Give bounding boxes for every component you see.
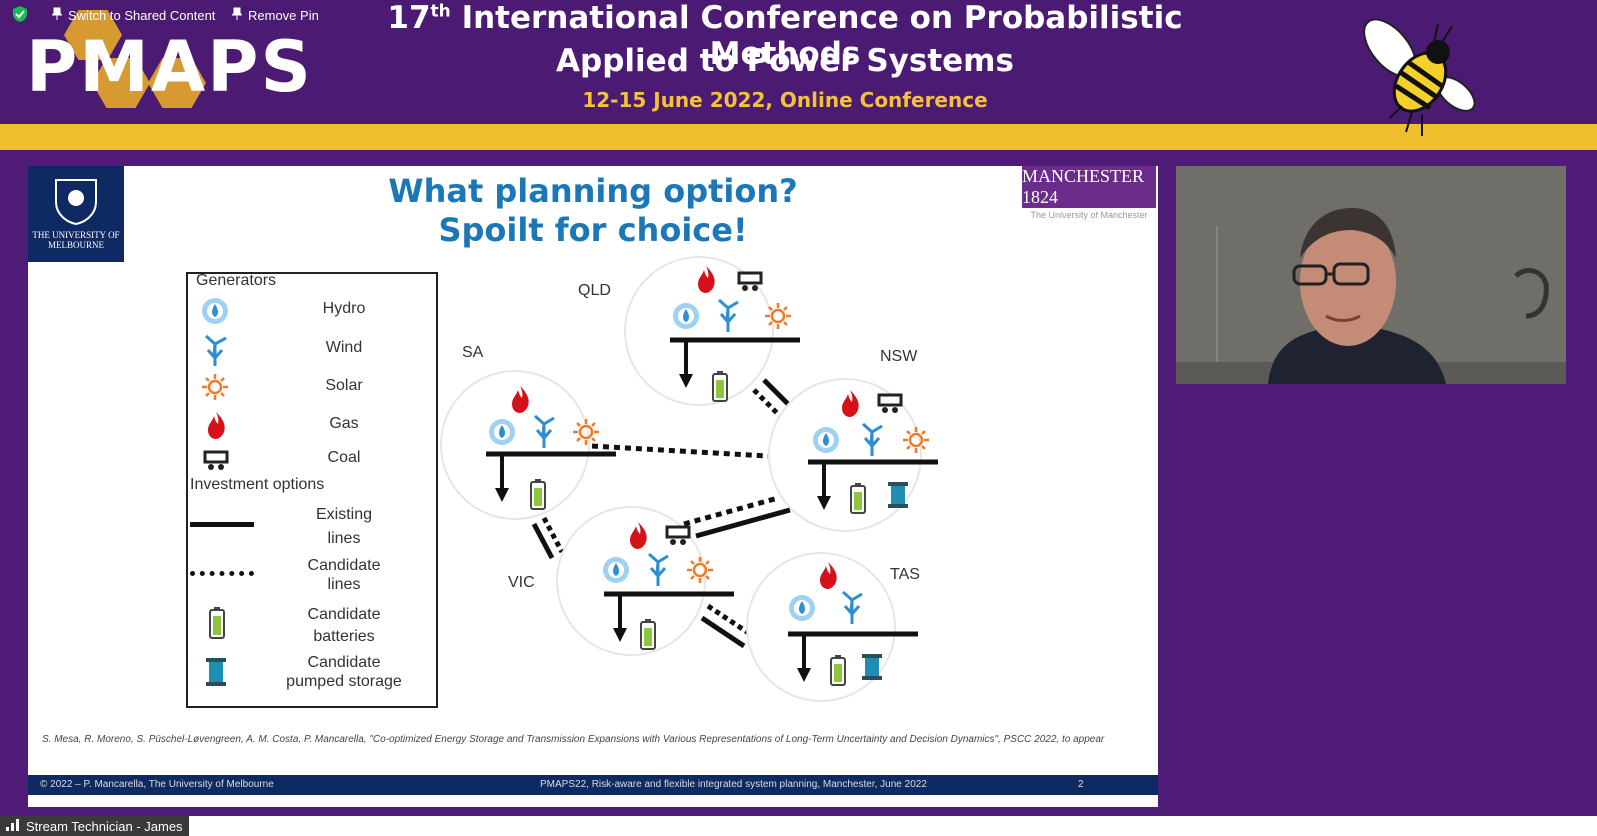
conference-date: 12-15 June 2022, Online Conference (582, 88, 988, 112)
legend-label-hydro: Hydro (322, 300, 366, 317)
manchester-logo: MANCHESTER 1824 (1022, 166, 1156, 208)
legend-investment-heading: Investment options (190, 476, 325, 493)
region-label-vic: VIC (508, 574, 535, 591)
pmaps-logo: PMAPS (26, 26, 313, 108)
legend-label-solar: Solar (325, 377, 363, 394)
manchester-subtitle: The University of Manchester (1030, 210, 1148, 220)
presentation-slide: THE UNIVERSITY OF MELBOURNE What plannin… (28, 166, 1158, 807)
bee-logo-icon (1350, 8, 1490, 140)
bottom-bar (0, 816, 1597, 836)
university-of-melbourne-logo: THE UNIVERSITY OF MELBOURNE (28, 166, 124, 262)
legend-label-gas: Gas (329, 415, 359, 432)
stream-participant-label: Stream Technician - James (0, 816, 189, 836)
slide-title: What planning option? Spoilt for choice! (388, 172, 798, 249)
pin-icon (231, 7, 243, 24)
line-vic-tas (700, 603, 752, 649)
pumped-storage-icon (204, 656, 228, 693)
legend-label-wind: Wind (325, 339, 363, 356)
legend-label-coal: Coal (327, 449, 361, 466)
switch-to-shared-content-button[interactable]: Switch to Shared Content (51, 5, 216, 25)
battery-icon (208, 606, 226, 645)
banner-gold-stripe (0, 124, 1597, 150)
line-qld-nsw (752, 378, 792, 418)
region-label-qld: QLD (578, 282, 611, 299)
remove-pin-label: Remove Pin (248, 7, 319, 23)
line-vic-nsw (683, 495, 791, 539)
vic-assets (603, 522, 734, 650)
sa-assets (486, 386, 616, 510)
line-sa-vic (531, 516, 565, 560)
nsw-assets (808, 390, 938, 514)
wind-turbine-icon (200, 332, 230, 373)
coal-cart-icon (202, 448, 230, 477)
region-label-nsw: NSW (880, 348, 918, 365)
logo-hexagon (148, 58, 206, 108)
region-assets (428, 266, 968, 686)
signal-bars-icon (6, 818, 20, 834)
qld-assets (670, 266, 800, 402)
slide-page-number: 2 (1078, 779, 1084, 790)
legend-generators-heading: Generators (196, 272, 277, 289)
slide-citation: S. Mesa, R. Moreno, S. Püschel-Løvengree… (42, 734, 1105, 745)
sun-icon (200, 372, 230, 407)
legend-box (186, 272, 438, 708)
pin-icon (51, 7, 63, 24)
footer-event: PMAPS22, Risk-aware and flexible integra… (540, 779, 927, 790)
region-label-tas: TAS (890, 566, 920, 583)
existing-line-swatch (190, 522, 254, 527)
candidate-line-swatch (190, 571, 254, 576)
network-diagram (531, 378, 792, 649)
conference-banner (0, 0, 1597, 124)
conference-title-line1: 17th International Conference on Probabi… (387, 0, 1183, 72)
hydro-icon (200, 296, 230, 331)
switch-label: Switch to Shared Content (68, 7, 216, 23)
speaker-video[interactable] (1176, 166, 1566, 384)
slide-footer: © 2022 – P. Mancarella, The University o… (28, 775, 1158, 795)
shield-check-icon (10, 5, 30, 23)
remove-pin-button[interactable]: Remove Pin (231, 5, 319, 25)
flame-icon (204, 410, 228, 445)
region-label-sa: SA (462, 344, 484, 361)
footer-copyright: © 2022 – P. Mancarella, The University o… (40, 779, 274, 790)
region-circle-sa (440, 370, 590, 520)
conference-title-line2: Applied to Power Systems (556, 43, 1014, 79)
